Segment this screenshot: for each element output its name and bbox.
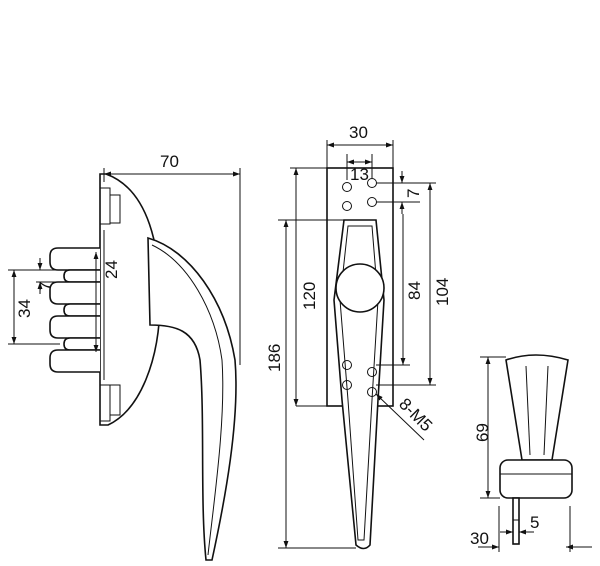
- dim-label-186: 186: [265, 344, 284, 372]
- end-base: [499, 459, 573, 499]
- hole: [367, 387, 377, 397]
- dim-label-34: 34: [15, 299, 34, 318]
- dim-plate-height: 120: [290, 167, 327, 407]
- latch-teeth: [49, 247, 100, 373]
- dim-label-84: 84: [405, 281, 424, 300]
- dim-label-30-plate: 30: [349, 123, 368, 142]
- dim-tooth-pitch: 24: [93, 252, 121, 352]
- end-handle-grip: [505, 354, 569, 461]
- dim-handle-length: 186: [265, 219, 356, 549]
- side-view: 70 24 7 34: [8, 152, 241, 561]
- dim-label-70: 70: [160, 152, 179, 171]
- dim-tooth-span: 34: [8, 269, 60, 345]
- dim-label-5: 5: [530, 513, 539, 532]
- dim-inner-hole-distance: 84: [376, 201, 424, 366]
- hole: [342, 380, 352, 390]
- hole: [342, 182, 352, 192]
- dim-outer-hole-distance: 104: [376, 183, 452, 386]
- hole: [342, 201, 352, 211]
- handle-lever: [147, 236, 237, 561]
- front-view: 30 13 7 120 186: [265, 123, 452, 550]
- dim-label-30-end: 30: [470, 529, 489, 548]
- dim-label-24: 24: [102, 260, 121, 279]
- dim-end-height: 69: [473, 356, 506, 499]
- dim-tongue-thickness: 5: [500, 513, 539, 540]
- end-tongue: [512, 497, 520, 545]
- dim-label-13: 13: [350, 165, 369, 184]
- mounting-holes: [342, 178, 377, 397]
- dim-hole-spacing-x: 13: [346, 154, 373, 184]
- end-view: 69 30 5: [470, 354, 592, 552]
- handle-boss: [335, 263, 385, 313]
- dim-label-69: 69: [473, 423, 492, 442]
- dim-overall-length: 70: [103, 152, 241, 365]
- hole: [367, 367, 377, 377]
- dim-label-104: 104: [433, 278, 452, 306]
- dim-base-offset: 30: [470, 506, 592, 552]
- dim-label-7-side: 7: [36, 282, 55, 291]
- dim-plate-width: 30: [326, 123, 394, 168]
- dim-label-7-front: 7: [404, 189, 423, 198]
- hole: [342, 360, 352, 370]
- dim-label-120: 120: [300, 282, 319, 310]
- fastener-label: 8-M5: [395, 394, 436, 435]
